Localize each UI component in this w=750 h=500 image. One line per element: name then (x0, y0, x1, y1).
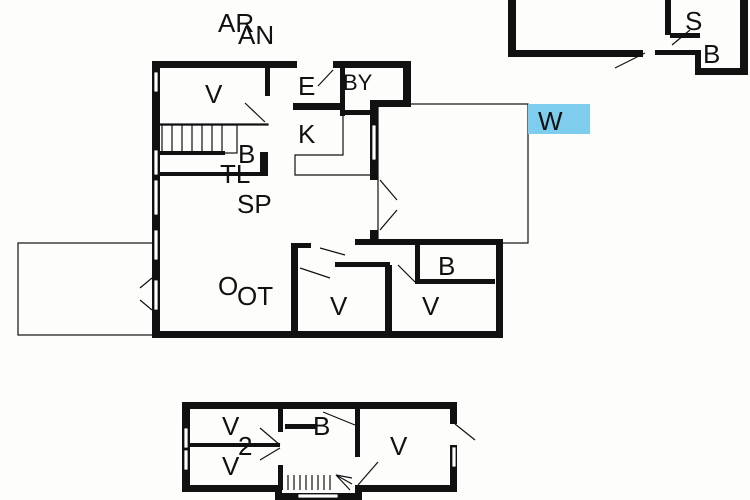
room-label-b: B (703, 39, 720, 69)
room-label-2: 2 (238, 431, 252, 461)
room-label-s: S (685, 6, 702, 36)
label-an: AN (238, 20, 274, 50)
lower-floor: V 2 V B V (182, 402, 476, 500)
room-label-w: W (538, 106, 563, 136)
room-label-v-mid: V (330, 291, 348, 321)
room-label-v-top: V (222, 411, 240, 441)
room-label-k: K (298, 119, 316, 149)
staircase (161, 124, 238, 154)
room-label-b: B (313, 411, 330, 441)
room-label-ot: OT (237, 281, 273, 311)
main-floor: W V E BY K B TL SP O OT V (17, 61, 590, 338)
room-label-tl: TL (220, 159, 250, 189)
room-label-by: BY (343, 70, 373, 95)
room-label-sp: SP (237, 189, 272, 219)
annex-building: S B (508, 0, 748, 75)
room-label-e: E (298, 71, 315, 101)
room-label-v-top: V (205, 79, 223, 109)
label-ar: AR (218, 8, 254, 38)
room-label-b-stair: B (238, 139, 255, 169)
room-label-v-right: V (390, 431, 408, 461)
staircase (287, 474, 353, 491)
room-label-v-bottom: V (222, 451, 240, 481)
highlight-w (528, 104, 590, 134)
room-label-o: O (218, 271, 238, 301)
room-label-b-right: B (438, 251, 455, 281)
room-label-v-right: V (422, 291, 440, 321)
